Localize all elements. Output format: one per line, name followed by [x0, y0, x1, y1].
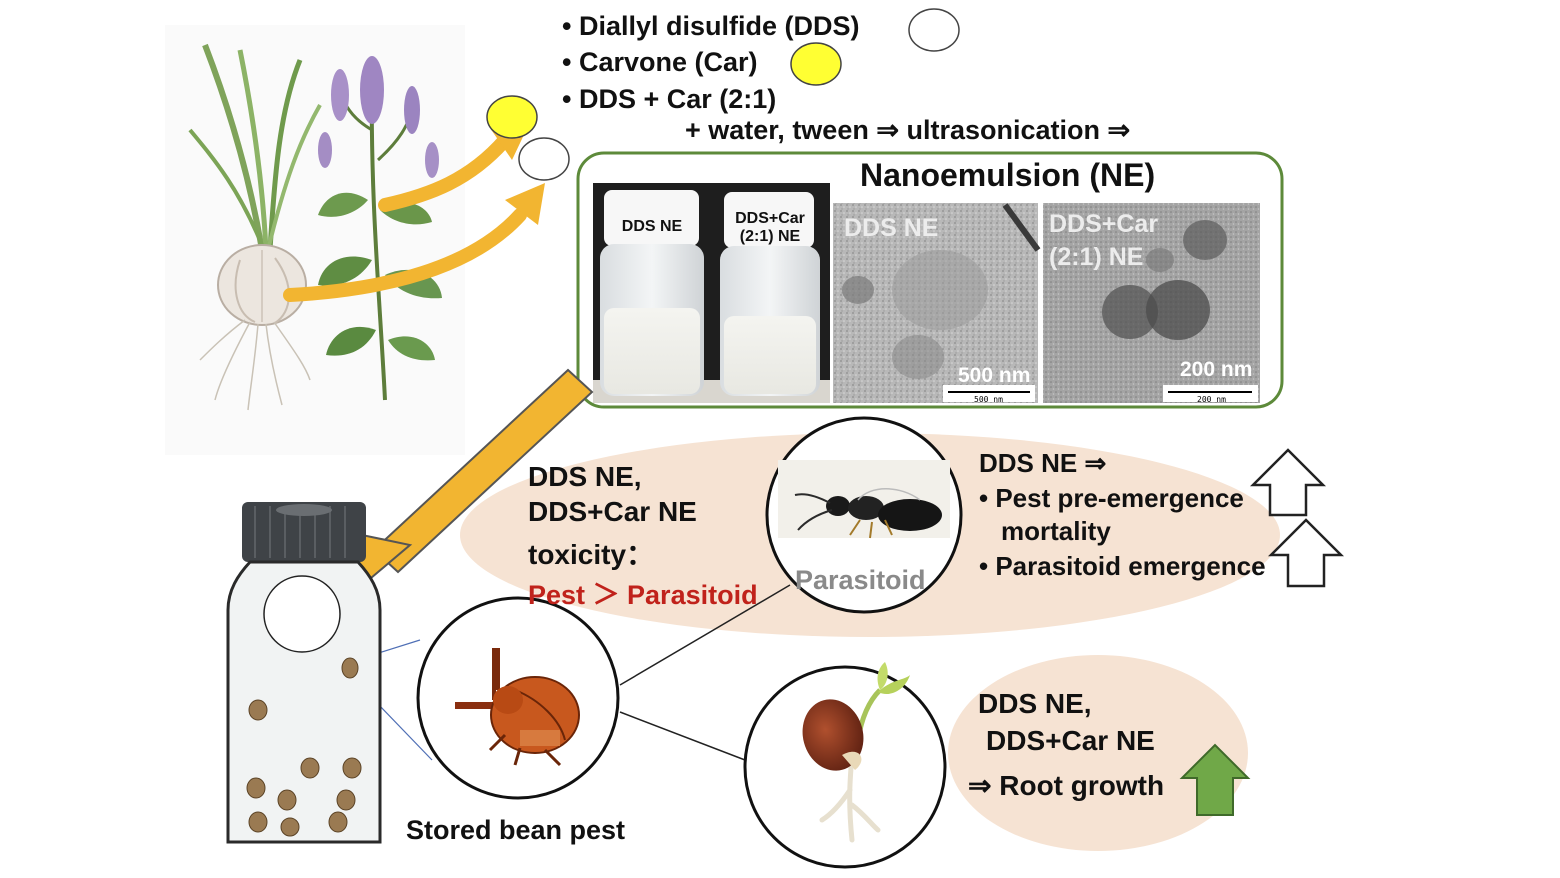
increase-arrow-root-growth — [1179, 743, 1251, 816]
vial-label-dds-car: DDS+Car (2:1) NE — [735, 210, 805, 245]
root-line3: ⇒ Root growth — [968, 770, 1165, 801]
vials-photo — [593, 183, 830, 403]
ingredient-carvone: • Carvone (Car) — [562, 47, 758, 77]
pest-label: Stored bean pest — [406, 815, 626, 845]
ingredient-dds: • Diallyl disulfide (DDS) — [562, 11, 860, 41]
tem-label-dds-car-1: DDS+Car — [1049, 210, 1159, 238]
carvone-marker — [790, 42, 842, 86]
effects-heading: DDS NE ⇒ — [979, 448, 1107, 478]
nanoemulsion-title: Nanoemulsion (NE) — [860, 157, 1156, 193]
toxicity-line1: DDS NE, — [528, 461, 642, 492]
effect-mortality-line2: mortality — [1001, 516, 1111, 546]
increase-arrow-emergence — [1267, 518, 1345, 588]
process-step: + water, tween ⇒ ultrasonication ⇒ — [685, 115, 1131, 145]
effect-mortality: • Pest pre-emergence — [979, 483, 1244, 513]
connector-lines — [619, 584, 791, 761]
toxicity-line2: DDS+Car NE — [528, 496, 697, 527]
ingredient-carvone-label: Carvone (Car) — [578, 47, 758, 77]
tem-label-dds: DDS NE — [844, 214, 939, 242]
effect-emergence-label: Parasitoid emergence — [995, 551, 1266, 581]
increase-arrow-mortality — [1249, 448, 1327, 517]
storage-jar — [226, 502, 382, 844]
tem-scale-small-dds: 500 nm — [974, 395, 1003, 404]
tem-image-dds-car — [1043, 203, 1260, 403]
bean-weevil-illustration — [455, 648, 580, 767]
tem-scale-dds-car: 200 nm — [1180, 358, 1253, 381]
effect-mortality-line1: Pest pre-emergence — [995, 483, 1244, 513]
seedling-illustration — [802, 662, 910, 843]
carvone-drop — [486, 95, 538, 139]
vial-label-dds: DDS NE — [621, 218, 683, 235]
root-line1: DDS NE, — [978, 688, 1092, 719]
parasitoid-wasp-illustration — [778, 460, 950, 539]
beetles-in-jar — [246, 657, 362, 837]
effect-emergence: • Parasitoid emergence — [979, 551, 1266, 581]
tem-scale-dds: 500 nm — [958, 364, 1031, 387]
tem-label-dds-car-2: (2:1) NE — [1049, 243, 1144, 271]
root-line2: DDS+Car NE — [986, 725, 1155, 756]
tem-image-dds — [833, 203, 1041, 403]
toxicity-comparison: Pest ＞ Parasitoid — [528, 580, 758, 610]
plant-illustration-bg — [165, 25, 465, 455]
parasitoid-label: Parasitoid — [795, 565, 926, 595]
toxicity-line3: toxicity： — [528, 539, 655, 570]
ingredient-mixture-label: DDS + Car (2:1) — [578, 84, 777, 114]
ingredient-mixture: • DDS + Car (2:1) — [562, 84, 777, 114]
ingredient-dds-label: Diallyl disulfide (DDS) — [578, 11, 860, 41]
dds-marker — [908, 8, 960, 52]
tem-scale-small-dds-car: 200 nm — [1197, 395, 1226, 404]
dds-drop — [518, 137, 570, 181]
root-growth-oval — [948, 655, 1248, 851]
